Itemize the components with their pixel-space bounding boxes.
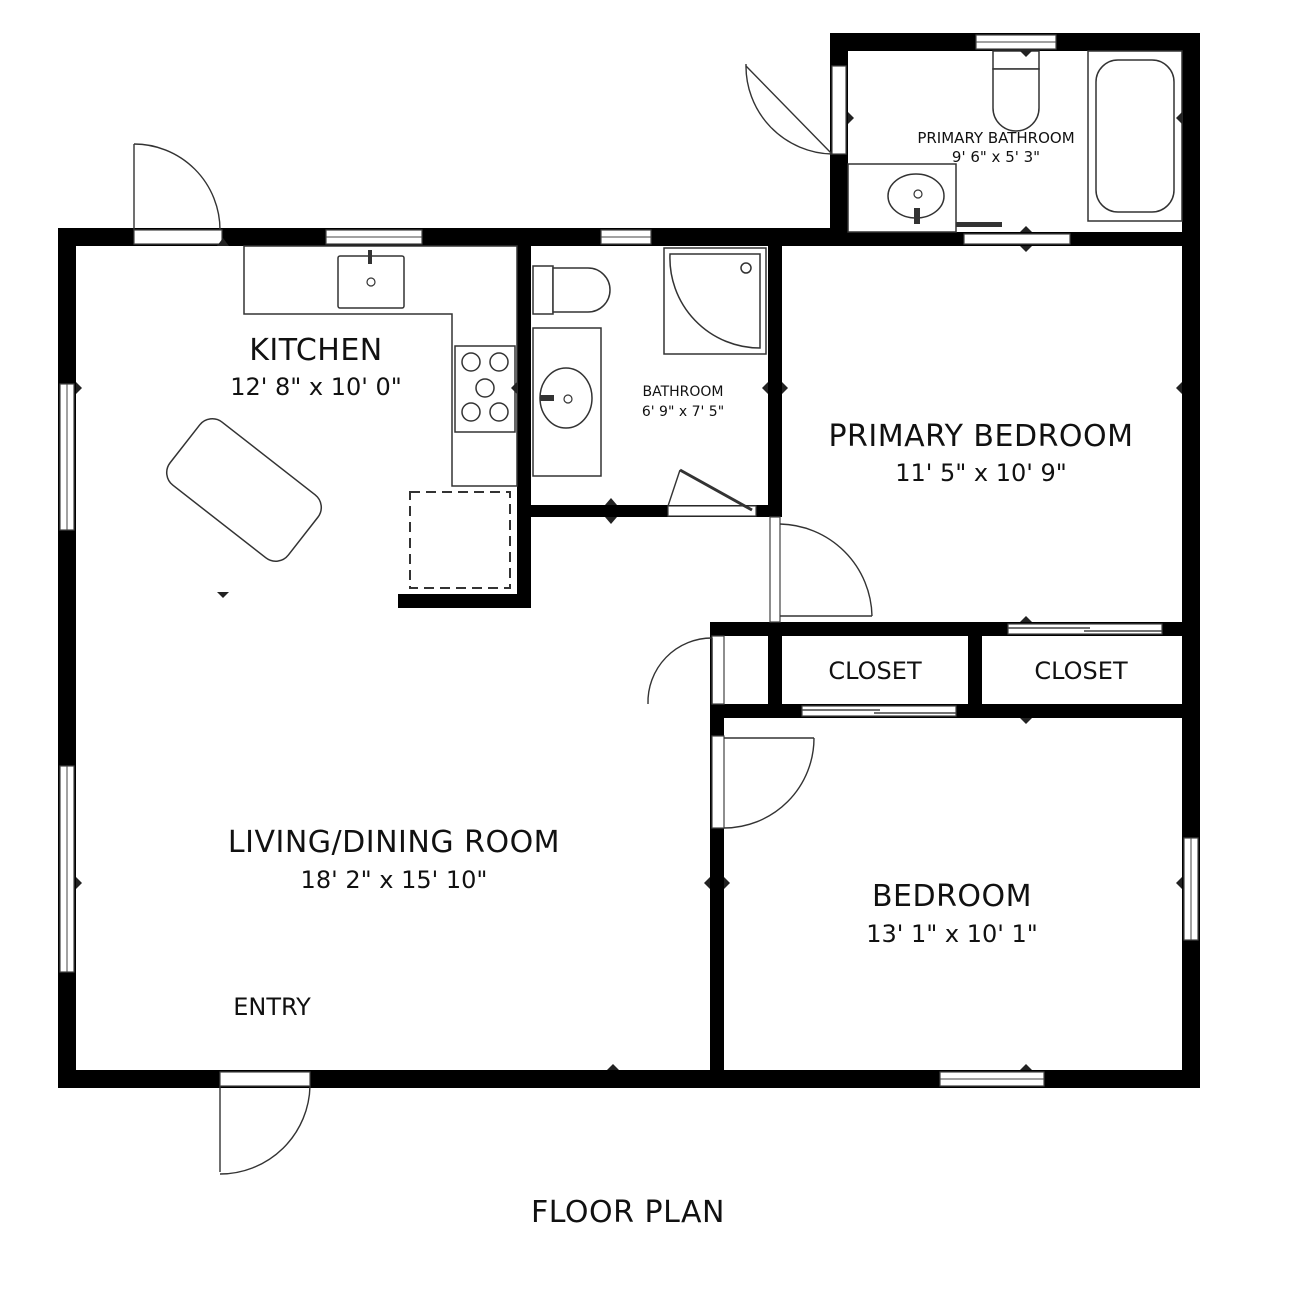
primary-bedroom-dims: 11' 5" x 10' 9" [895,459,1067,487]
wall-primary-bath-east [1182,33,1200,246]
door-bedroom [723,737,815,829]
entry-label: ENTRY [233,993,311,1021]
door-primary-bath [745,63,833,155]
kitchen-counter [243,245,518,487]
opening-primary-bath-south [963,233,1071,245]
wall-kitchen-stub [398,594,531,608]
window-kitchen-north-a [133,229,223,245]
kitchen-fridge [409,491,511,589]
living-dining-dims: 18' 2" x 15' 10" [301,866,488,894]
opening-closet-small-door [711,635,725,705]
bath-toilet-tank [532,265,554,315]
closet-left-name: CLOSET [828,657,922,685]
door-bathroom [667,468,753,512]
wall-east-main [1182,228,1200,1088]
bathroom-name: BATHROOM [642,384,723,400]
kitchen-dims: 12' 8" x 10' 0" [230,373,402,401]
kitchen-name: KITCHEN [249,333,383,368]
bedroom-name: BEDROOM [872,879,1032,914]
closet-right-name: CLOSET [1034,657,1128,685]
door-primary-bedroom [779,523,873,617]
primary-bathroom-name: PRIMARY BATHROOM [917,129,1074,147]
kitchen-island [165,418,323,562]
plan-title: FLOOR PLAN [531,1195,725,1230]
opening-bath-door [667,505,757,517]
wall-kitchen-bath [517,246,531,608]
bath-toilet-bowl [552,267,611,313]
windows [59,34,1199,1087]
room-labels: KITCHEN 12' 8" x 10' 0" BATHROOM 6' 9" x… [228,129,1133,1230]
primary-bath-toilet-bowl [992,68,1040,132]
primary-bath-toilet-tank [992,50,1040,70]
wall-south [58,1070,1200,1088]
doors [133,63,873,1175]
primary-bathroom-dims: 9' 6" x 5' 3" [952,148,1040,166]
wall-bath-east [768,246,782,517]
bathroom-dims: 6' 9" x 7' 5" [642,404,724,420]
closet-right-sliding-door [1007,623,1163,635]
door-kitchen-exterior [133,143,221,231]
opening-primary-bath-west [831,65,847,155]
wall-closet-divider-mid [968,622,982,718]
wall-closet-divider-left [768,622,782,718]
bedroom-dims: 13' 1" x 10' 1" [866,920,1038,948]
closet-left-sliding-door [801,705,957,717]
dimension-markers [76,51,1182,1070]
fixtures [165,50,1183,589]
opening-entry-door [219,1071,311,1087]
door-entry [219,1085,311,1175]
door-small-closet [647,637,713,705]
opening-bedroom-door [711,735,725,829]
opening-primary-bedroom-door [769,516,781,623]
primary-bedroom-name: PRIMARY BEDROOM [828,419,1133,454]
living-dining-name: LIVING/DINING ROOM [228,825,560,860]
